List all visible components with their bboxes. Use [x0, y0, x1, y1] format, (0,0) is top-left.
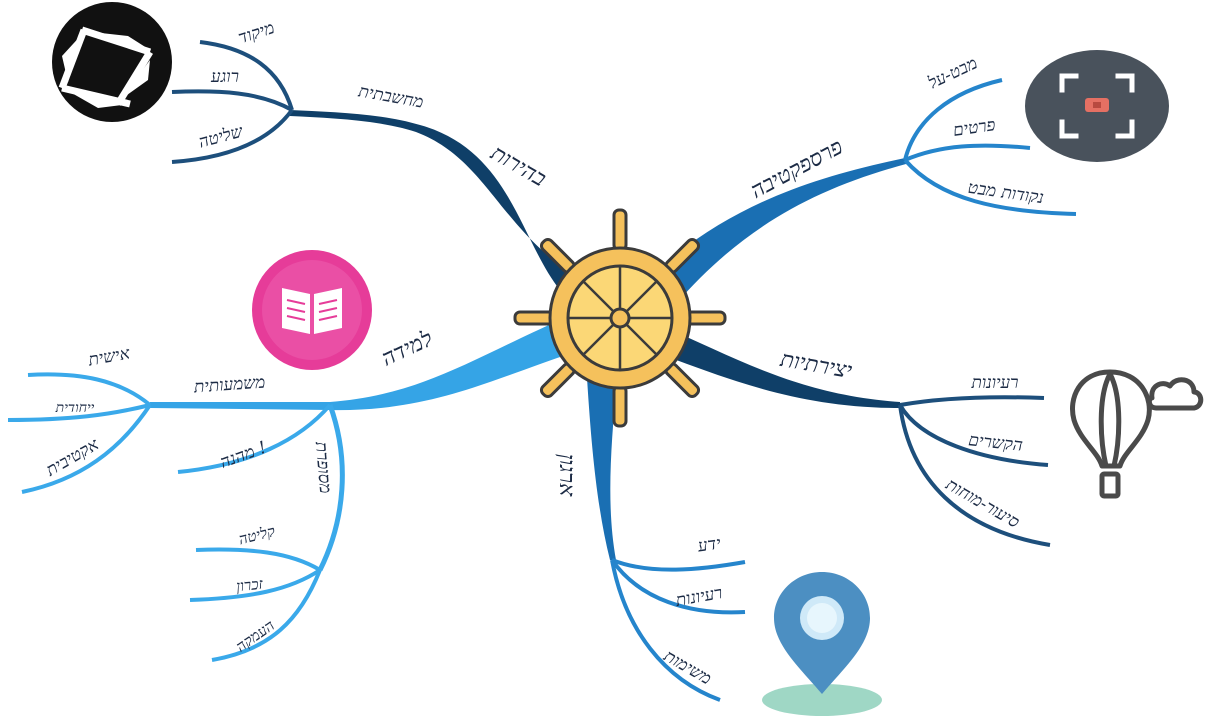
hot-air-balloon-icon	[1070, 369, 1204, 499]
branch-creativity: יצירתיות רעיונות הקשרים סיעור-מוחות	[655, 325, 1051, 547]
branch-learning-fun-line	[177, 403, 332, 474]
location-pin-icon	[762, 572, 882, 716]
branch-organization-trunk	[585, 345, 620, 560]
open-book-icon	[252, 250, 372, 370]
camera-aperture-icon	[52, 2, 172, 122]
branch-perspective-leaf-1-line	[903, 78, 1003, 161]
ship-wheel-icon	[513, 208, 727, 428]
branch-learning-story-label: מסופרת	[311, 440, 336, 494]
branch-clarity-leaf-3-line	[171, 108, 294, 164]
branch-perspective: פרספקטיבה מבט-על פרטים נקודות מבט	[640, 53, 1077, 305]
branch-clarity-leaf-1-line	[199, 40, 294, 111]
branch-learning-meaning-leaf-1-line	[27, 372, 152, 407]
branch-learning-story-leaf-2: זכרון	[235, 575, 264, 596]
branch-learning-meaning-label: משמעותית	[192, 373, 266, 398]
branch-organization-leaf-3-line	[610, 559, 721, 702]
branch-learning-story-leaf-2-line	[189, 568, 322, 602]
branch-clarity: בהירות מחשבתית מיקוד רוגע שליטה	[171, 18, 590, 290]
branch-clarity-leaf-1: מיקוד	[236, 18, 277, 48]
focus-frame-icon	[1025, 50, 1169, 162]
branch-organization-leaf-2-line	[610, 558, 746, 615]
branch-creativity-trunk	[655, 325, 900, 408]
branch-organization-leaf-1: ידע	[696, 533, 723, 556]
branch-creativity-leaf-3-line	[898, 404, 1051, 547]
branch-clarity-trunk	[290, 110, 590, 290]
branch-perspective-leaf-2-line	[904, 143, 1031, 162]
branch-creativity-leaf-1-line	[899, 395, 1045, 407]
branch-creativity-leaf-2-line	[898, 403, 1049, 467]
branch-organization: ארגון ידע רעיונות משימות	[554, 345, 746, 702]
branch-learning-meaning-leaf-1: אישית	[86, 343, 132, 370]
branch-creativity-leaf-1: רעיונות	[970, 373, 1018, 393]
branch-learning: למידה משמעותית אישית ייחודית אקטיבית מהנ…	[7, 320, 575, 662]
branch-learning-story-leaf-1-line	[195, 547, 322, 572]
branch-organization-leaf-2: רעיונות	[673, 583, 724, 611]
branch-perspective-trunk	[640, 158, 906, 305]
branch-clarity-leaf-2: רוגע	[210, 67, 239, 87]
branch-learning-story-line	[317, 404, 345, 572]
branch-organization-leaf-1-line	[611, 558, 746, 572]
branch-learning-meaning-leaf-3-line	[21, 403, 152, 494]
branch-creativity-label: יצירתיות	[777, 347, 854, 384]
branch-learning-story-leaf-3-line	[211, 569, 322, 662]
branch-learning-label: למידה	[378, 327, 437, 372]
branch-perspective-leaf-2: פרטים	[952, 115, 997, 141]
branch-organization-label: ארגון	[554, 454, 579, 497]
branch-learning-trunk	[150, 320, 575, 411]
branch-clarity-leaf-2-line	[171, 89, 293, 112]
branch-learning-fun-label: מהנה !	[217, 438, 269, 473]
branch-clarity-sub-label: מחשבתית	[356, 81, 425, 112]
branch-perspective-leaf-3-line	[903, 158, 1077, 216]
branch-learning-meaning-leaf-2: ייחודית	[55, 400, 95, 416]
branch-learning-story-leaf-1: קליטה	[237, 522, 277, 548]
branch-learning-meaning-leaf-2-line	[7, 403, 151, 422]
